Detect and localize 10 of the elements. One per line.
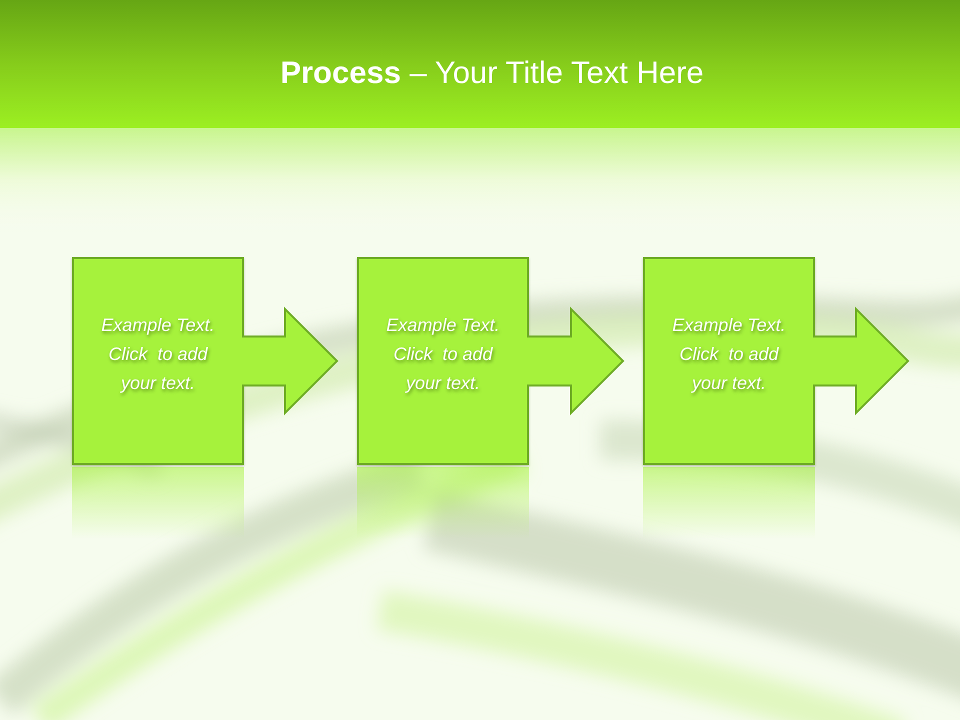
box-text: Example Text. Click to add your text.	[385, 314, 501, 395]
process-box	[643, 257, 815, 465]
block-arrow	[812, 306, 910, 416]
block-arrow	[241, 306, 338, 416]
box-text: Example Text. Click to add your text.	[100, 314, 216, 395]
block-arrow	[526, 306, 624, 416]
box-text: Example Text. Click to add your text.	[671, 314, 787, 395]
process-box	[72, 257, 244, 465]
process-box	[357, 257, 529, 465]
slide-title: Process – Your Title Text Here	[279, 54, 705, 92]
